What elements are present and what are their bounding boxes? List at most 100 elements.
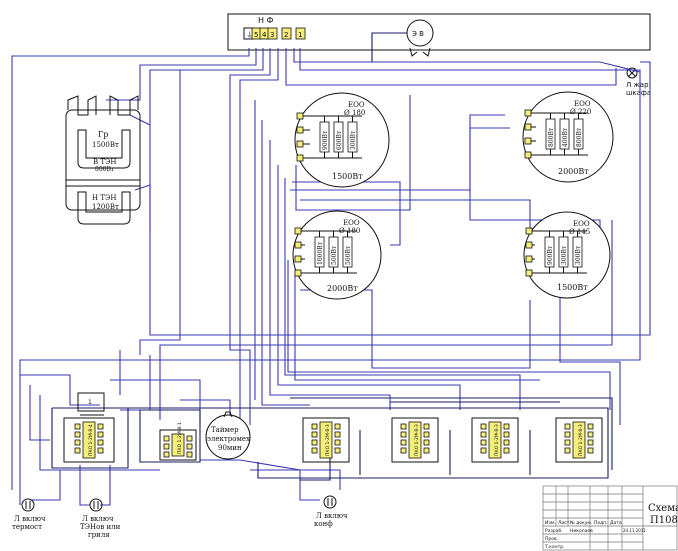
lamp-label-1: Л включ — [14, 515, 46, 523]
element-power: 300Вт — [561, 245, 568, 265]
switch-5: ПКО 1-2М-8-3 — [471, 417, 519, 463]
terminal-label: 4 — [262, 31, 267, 39]
top-heater-label: В ТЭН — [93, 158, 117, 166]
burner-element: 300Вт — [347, 116, 358, 158]
title-block-header: № докум. — [570, 520, 592, 526]
title-block-row: Т.контр. — [544, 544, 565, 550]
burner-power-label: 2000Вт — [558, 167, 589, 176]
title-block-role: Пров. — [545, 536, 558, 542]
terminal-header: Н Ф — [258, 16, 274, 25]
switch-model-label: ПКО 1-2М-8-3 — [494, 424, 500, 456]
switch-model-label: ПКО 1-2М-8-3 — [578, 424, 584, 456]
bottom-heater: Н ТЭН 1200Вт — [92, 194, 119, 211]
element-power: 300Вт — [575, 245, 582, 265]
element-power: 1000Вт — [317, 241, 324, 265]
cabinet-lamp-label-1: Л жар — [626, 81, 649, 89]
burner-element: 300Вт — [572, 231, 583, 273]
switch-2: ПКО 1-2М-8-1 — [159, 422, 197, 461]
switch-3: ПКО 1-2М-8-3 — [302, 417, 350, 463]
lamp-label-3: гриля — [88, 531, 110, 539]
terminal-4: 3 — [267, 27, 278, 40]
cabinet-lamp-label-2: шкафа — [626, 89, 651, 97]
terminal-label: ⏚ — [246, 31, 253, 39]
burner-element: 900Вт — [319, 116, 330, 158]
burner-element: 900Вт — [544, 231, 555, 273]
switch-6: ПКО 1-2М-8-3 — [555, 417, 603, 463]
grill-heater: Гр 1500Вт — [92, 130, 119, 149]
burner-element: 400Вт — [559, 113, 570, 155]
lamp-label-2: ТЭНов или — [80, 523, 121, 531]
bottom-heater-power: 1200Вт — [92, 203, 119, 211]
title-block-header: Изм. — [545, 520, 556, 526]
terminal-5: 2 — [281, 27, 292, 40]
lamp-label-1: Л включ — [82, 515, 114, 523]
timer-label-3: 90мин — [218, 444, 242, 452]
drawing-title-2: П108 — [650, 515, 678, 526]
svg-text:1: 1 — [88, 399, 92, 406]
lamp-label-2: термост — [12, 523, 42, 531]
burner-type-label: ЕОО — [348, 101, 365, 109]
burner-element: 1000Вт — [314, 231, 325, 273]
burner-power-label: 2000Вт — [327, 284, 358, 293]
burner-power-label: 1500Вт — [557, 283, 588, 292]
burner-diameter-label: Ø 220 — [570, 108, 591, 116]
lamp-label-2: конф — [314, 520, 333, 528]
lamp-label-1: Л включ — [316, 512, 348, 520]
cabinet-lamp: Л жар шкафа — [626, 67, 651, 97]
rotary-switches: ПКО 1-2М-8-4 ПКО 1-2М-8-1 ПКО 1-2М-8-3 ПКО … — [63, 417, 603, 463]
title-block-date: 24.11.2011 — [623, 528, 646, 533]
element-power: 900Вт — [322, 130, 329, 150]
top-heater: В ТЭН 800Вт — [93, 158, 117, 173]
timer-label-1: Таймер — [211, 426, 239, 434]
element-power: 800Вт — [576, 127, 583, 147]
title-block-name: Николаев — [570, 528, 593, 534]
heater-assembly: Гр 1500Вт В ТЭН 800Вт Н ТЭН 1200Вт — [65, 95, 141, 225]
terminal-label: 5 — [254, 31, 258, 39]
fan: Э В — [324, 19, 434, 63]
grill-label: Гр — [98, 130, 108, 139]
timer: Таймер электромех 90мин — [205, 411, 251, 460]
switch-4: ПКО 1-2М-8-3 — [391, 417, 439, 463]
element-power: 500Вт — [345, 245, 352, 265]
burner-type-label: ЕОО — [573, 220, 590, 228]
terminal-label: 3 — [270, 31, 274, 39]
title-block-header: Подп. — [594, 520, 608, 526]
terminal-label: 1 — [298, 31, 302, 39]
burner-type-label: ЕОО — [343, 219, 360, 227]
burner-element: 300Вт — [558, 231, 569, 273]
burner-type-label: ЕОО — [574, 100, 591, 108]
thermostat-relay: 1 — [77, 392, 105, 416]
element-power: 800Вт — [548, 127, 555, 147]
grill-power: 1500Вт — [92, 141, 119, 149]
top-heater-power: 800Вт — [95, 166, 115, 173]
burner-diameter-label: Ø 145 — [569, 228, 590, 236]
burner-diameter-label: Ø 180 — [344, 109, 365, 117]
switch-model-label: ПКО 1-2М-8-3 — [325, 424, 331, 456]
drawing-title-1: Схема — [648, 503, 678, 514]
switch-model-label: ПКО 1-2М-8-4 — [88, 424, 94, 456]
element-power: 900Вт — [547, 245, 554, 265]
switch-1: ПКО 1-2М-8-4 — [63, 417, 115, 463]
element-power: 600Вт — [336, 130, 343, 150]
title-block-row: Пров. — [545, 536, 558, 542]
fan-label: Э В — [412, 30, 424, 38]
element-power: 500Вт — [331, 245, 338, 265]
title-block-role: Т.контр. — [544, 544, 565, 550]
terminal-label: 2 — [284, 31, 288, 39]
burner-element: 500Вт — [342, 231, 353, 273]
switch-model-label: ПКО 1-2М-8-3 — [414, 424, 420, 456]
title-block-header: Лист — [558, 520, 570, 526]
burner-element: 800Вт — [545, 113, 556, 155]
burner-element: 800Вт — [573, 113, 584, 155]
